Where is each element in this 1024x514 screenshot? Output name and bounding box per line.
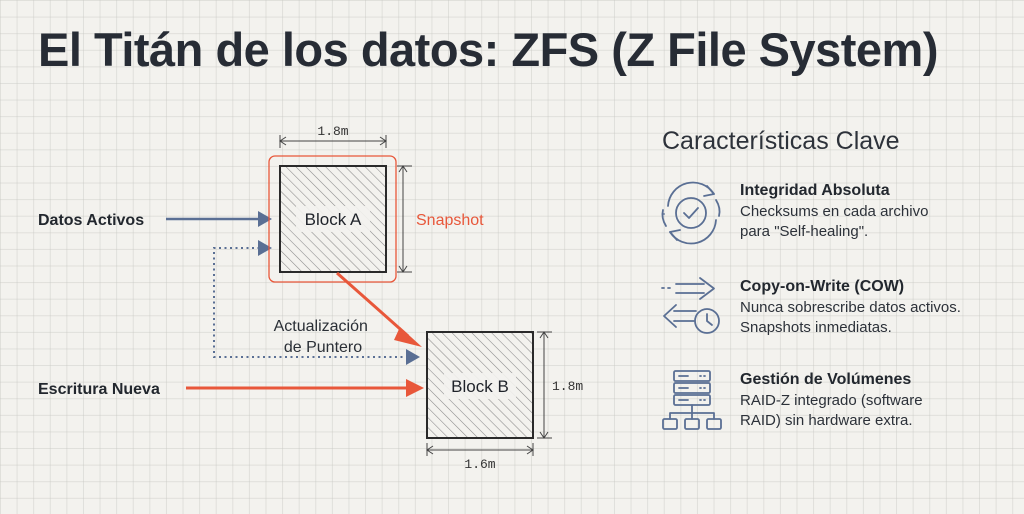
block-a-to-block-b-arrow xyxy=(336,271,422,347)
server-network-icon xyxy=(660,369,722,435)
feature-description: Nunca sobrescribe datos activos. Snapsho… xyxy=(740,299,961,336)
block-a-label: Block A xyxy=(305,210,362,229)
block-b: Block B xyxy=(426,331,534,439)
integrity-refresh-check-icon xyxy=(660,180,722,246)
feature-description: Checksums en cada archivo para "Self-hea… xyxy=(740,203,929,240)
block-b-label: Block B xyxy=(451,377,509,396)
datos-activos-label: Datos Activos xyxy=(38,212,144,229)
feature-copy-on-write: Copy-on-Write (COW) Nunca sobrescribe da… xyxy=(660,276,1020,346)
block-b-height-label: 1.8m xyxy=(552,379,583,394)
snapshot-label: Snapshot xyxy=(416,212,484,229)
feature-title: Copy-on-Write (COW) xyxy=(740,278,905,295)
pointer-update-label: Actualización de Puntero xyxy=(274,318,373,356)
datos-activos-arrow xyxy=(166,211,272,227)
block-a-width-label: 1.8m xyxy=(317,124,348,139)
pointer-update-dotted-arrow xyxy=(213,240,420,365)
snapshot-frame xyxy=(268,155,397,283)
copy-on-write-arrows-clock-icon xyxy=(660,276,722,342)
features-heading: Características Clave xyxy=(662,127,900,155)
feature-integrity: Integridad Absoluta Checksums en cada ar… xyxy=(660,180,1020,250)
pointer-update-line2: de Puntero xyxy=(284,339,362,356)
feature-description: RAID-Z integrado (software RAID) sin har… xyxy=(740,392,923,429)
block-a-width-dimension: 1.8m xyxy=(279,124,387,148)
escritura-nueva-label: Escritura Nueva xyxy=(38,381,160,398)
block-b-width-dimension: 1.6m xyxy=(426,443,534,472)
zfs-cow-diagram: Datos Activos Escritura Nueva Block A 1.… xyxy=(38,124,583,472)
feature-title: Integridad Absoluta xyxy=(740,182,890,199)
feature-volume-management: Gestión de Volúmenes RAID-Z integrado (s… xyxy=(660,369,1020,439)
block-b-width-label: 1.6m xyxy=(464,457,495,472)
block-a: Block A xyxy=(279,165,387,273)
pointer-update-line1: Actualización xyxy=(274,318,368,335)
page-title: El Titán de los datos: ZFS (Z File Syste… xyxy=(38,23,939,76)
block-a-height-dimension xyxy=(397,165,412,273)
escritura-nueva-arrow xyxy=(186,379,424,397)
feature-title: Gestión de Volúmenes xyxy=(740,371,912,388)
block-b-height-dimension: 1.8m xyxy=(537,331,583,439)
